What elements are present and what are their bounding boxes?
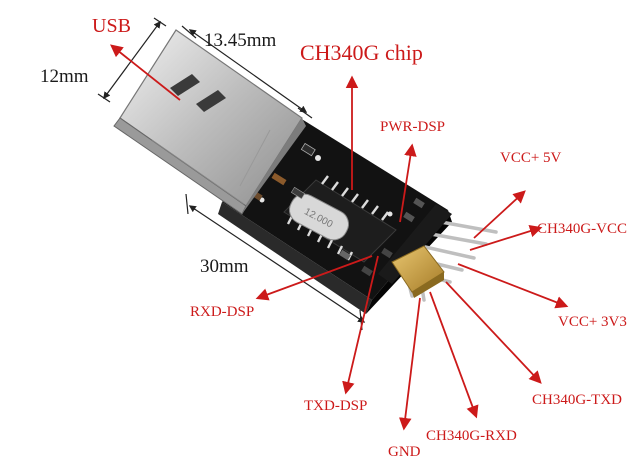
arrow-vcc-3v3 xyxy=(457,263,569,309)
label-ch340g-vcc: CH340G-VCC xyxy=(537,221,627,237)
pin-labels: USB CH340G chip PWR-DSP VCC+ 5V CH340G-V… xyxy=(92,15,627,460)
dimension-usb-width: 12mm xyxy=(40,17,167,103)
dimension-usb-length: 13.45mm xyxy=(181,25,313,119)
arrow-txd-dsp xyxy=(342,255,379,395)
jumper-cap xyxy=(391,245,445,298)
label-txd-dsp: TXD-DSP xyxy=(304,398,367,414)
label-ch340g-txd: CH340G-TXD xyxy=(532,392,622,408)
arrow-pwr-dsp xyxy=(399,143,417,223)
arrow-ch340g-rxd xyxy=(429,291,479,419)
dim-board-length: 30mm xyxy=(200,256,249,277)
callout-arrows xyxy=(110,44,569,431)
arrow-gnd xyxy=(398,297,421,431)
label-rxd-dsp: RXD-DSP xyxy=(190,304,254,320)
arrow-usb xyxy=(110,44,181,101)
arrow-rxd-dsp xyxy=(255,255,373,301)
arrow-vcc-5v xyxy=(473,190,526,239)
label-chip: CH340G chip xyxy=(300,40,423,65)
usb-plug xyxy=(113,29,306,215)
label-gnd: GND xyxy=(388,444,421,460)
label-usb: USB xyxy=(92,15,131,37)
label-vcc-3v3: VCC+ 3V3 xyxy=(558,314,627,330)
label-vcc-5v: VCC+ 5V xyxy=(500,150,562,166)
label-ch340g-rxd: CH340G-RXD xyxy=(426,428,517,444)
dim-usb-length: 13.45mm xyxy=(204,30,277,51)
dimension-board-length: 30mm xyxy=(185,193,366,331)
arrow-ch340g-txd xyxy=(445,281,542,384)
arrow-ch340g-vcc xyxy=(469,225,543,251)
label-pwr-dsp: PWR-DSP xyxy=(380,119,445,135)
dim-usb-width: 12mm xyxy=(40,66,89,87)
